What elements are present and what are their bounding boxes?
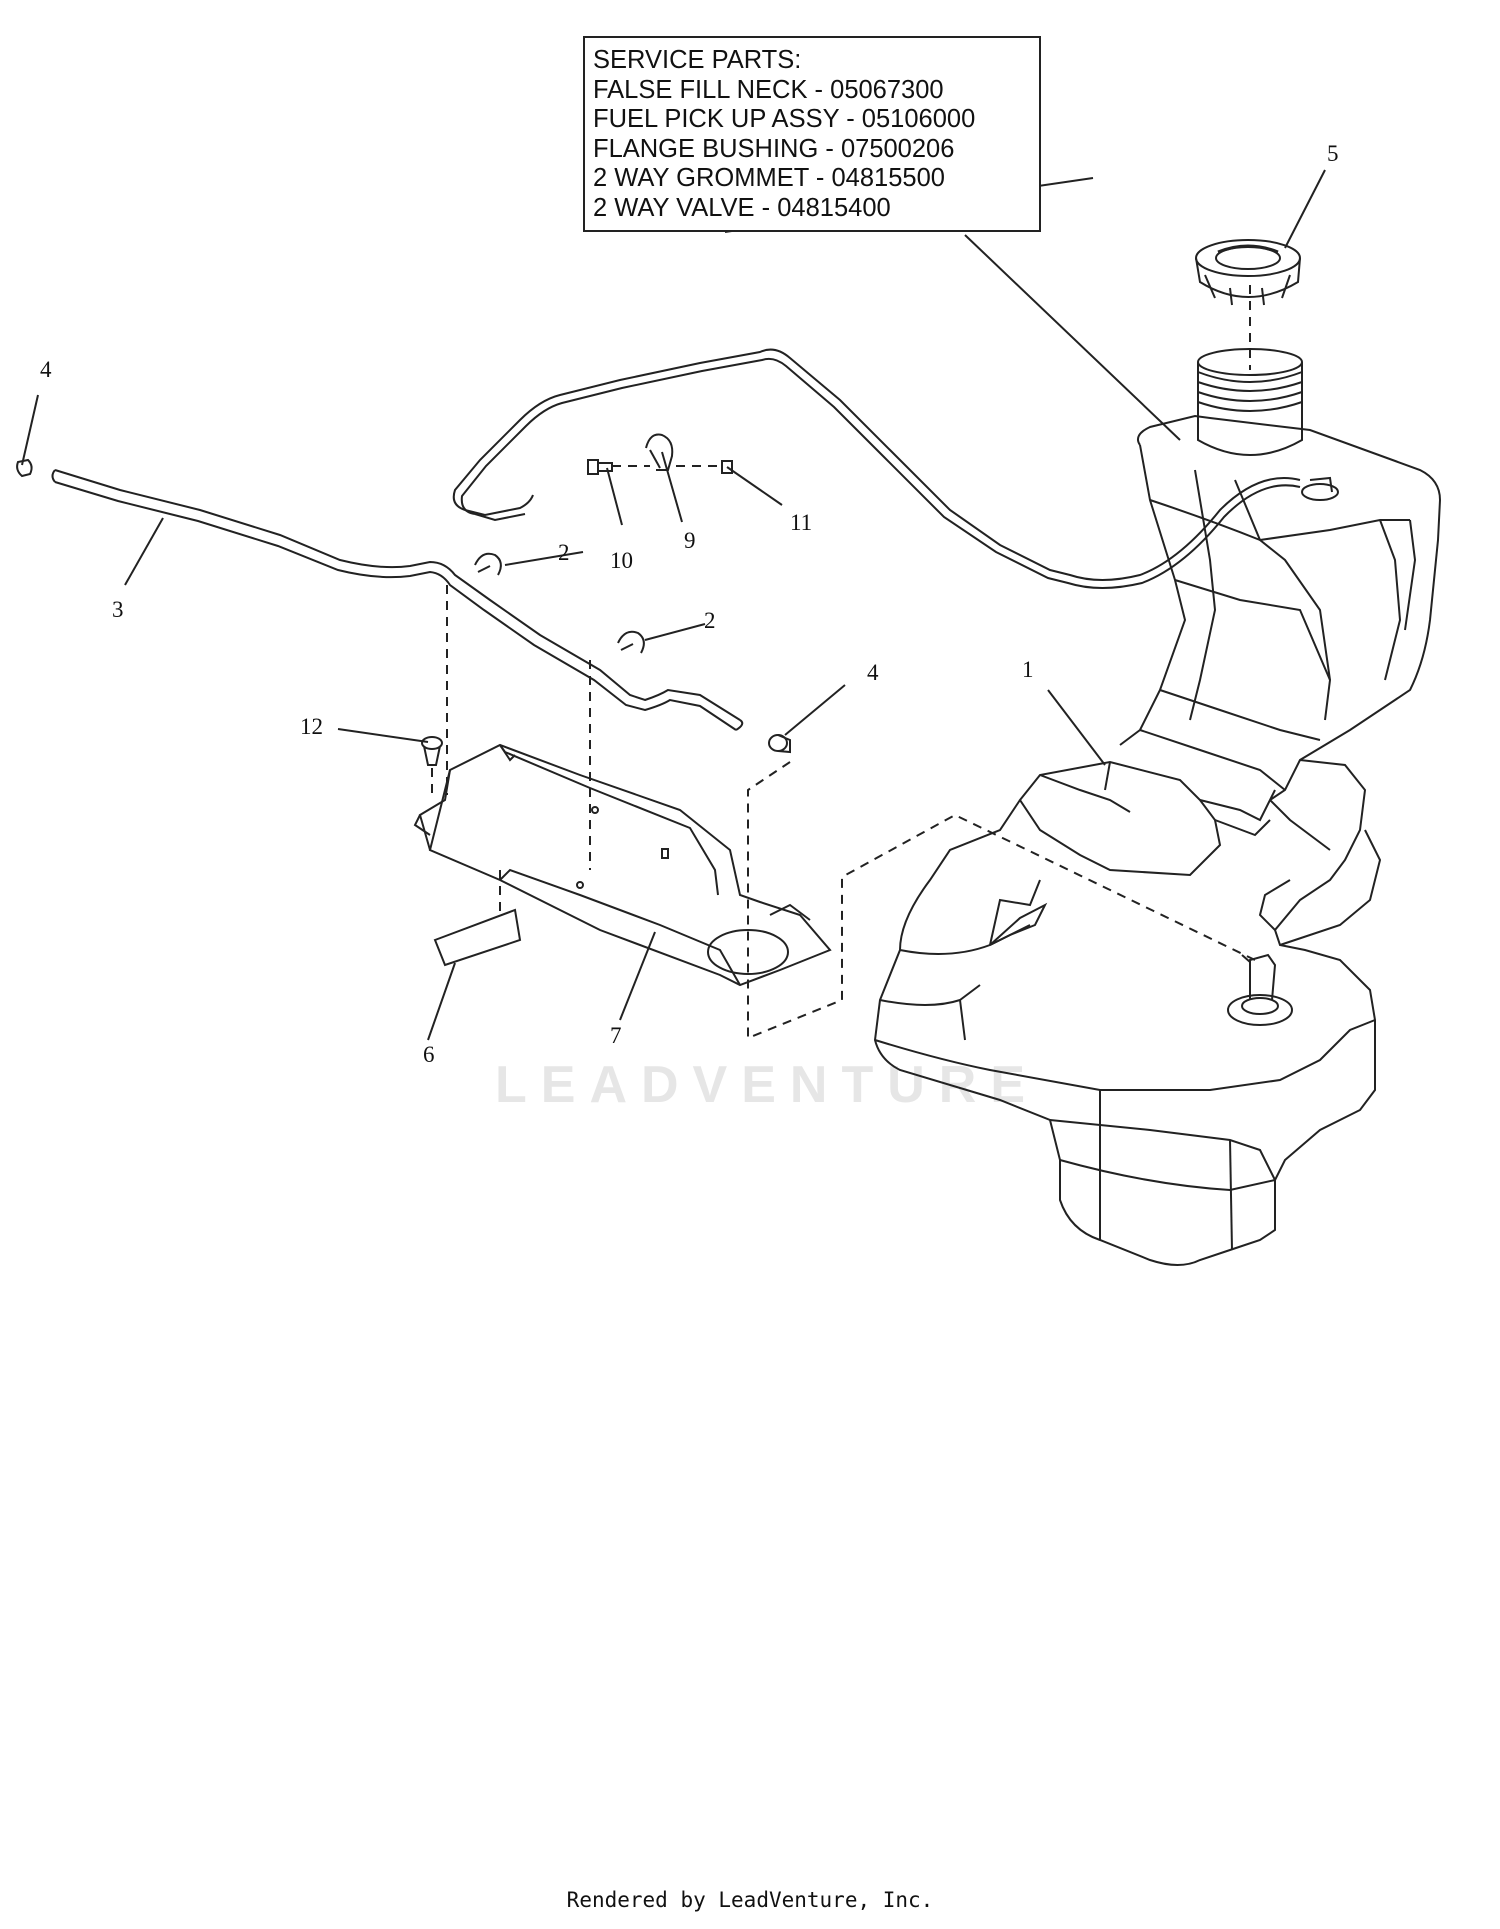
service-part-item: FLANGE BUSHING - 07500206 (593, 134, 955, 163)
alignment-dashed-lines (431, 285, 1256, 1040)
hose-clamp-upper (474, 552, 502, 576)
fuel-cap (1195, 239, 1301, 306)
service-parts-box: SERVICE PARTS: FALSE FILL NECK - 0506730… (583, 36, 1041, 232)
footer-credit: Rendered by LeadVenture, Inc. (566, 1888, 934, 1912)
hose-clamp-lower (617, 630, 645, 654)
tank-bracket (413, 743, 832, 987)
hose-plug-left (16, 458, 33, 478)
callout-2-lower: 2 (704, 608, 716, 633)
nut (721, 460, 733, 474)
callout-1: 1 (1022, 657, 1034, 682)
callout-6: 6 (423, 1042, 435, 1067)
callout-4-right: 4 (867, 660, 879, 685)
callout-2-upper: 2 (558, 540, 570, 565)
callout-5: 5 (1327, 141, 1339, 166)
callout-10: 10 (610, 548, 633, 573)
service-part-item: 2 WAY GROMMET - 04815500 (593, 164, 945, 192)
grommet (421, 736, 443, 766)
foam-pad (433, 908, 522, 967)
watermark-text: LEADVENTURE (495, 1056, 1039, 1114)
hose-plug-right (768, 734, 791, 754)
service-parts-heading: SERVICE PARTS: (593, 46, 802, 74)
leader-lines (21, 169, 1326, 1041)
clip (645, 433, 674, 471)
service-part-item: 2 WAY VALVE - 04815400 (593, 193, 891, 222)
vent-hose (452, 348, 1301, 589)
service-part-item: FALSE FILL NECK - 05067300 (593, 75, 944, 104)
callout-7: 7 (610, 1023, 622, 1048)
callout-3: 3 (112, 597, 124, 622)
fuel-line (51, 469, 744, 731)
service-part-item: FUEL PICK UP ASSY - 05106000 (593, 105, 976, 133)
callout-4-left: 4 (40, 357, 52, 382)
callout-11: 11 (790, 510, 812, 535)
fuel-tank (873, 348, 1442, 1266)
callout-12: 12 (300, 714, 323, 739)
callout-9: 9 (684, 528, 696, 553)
